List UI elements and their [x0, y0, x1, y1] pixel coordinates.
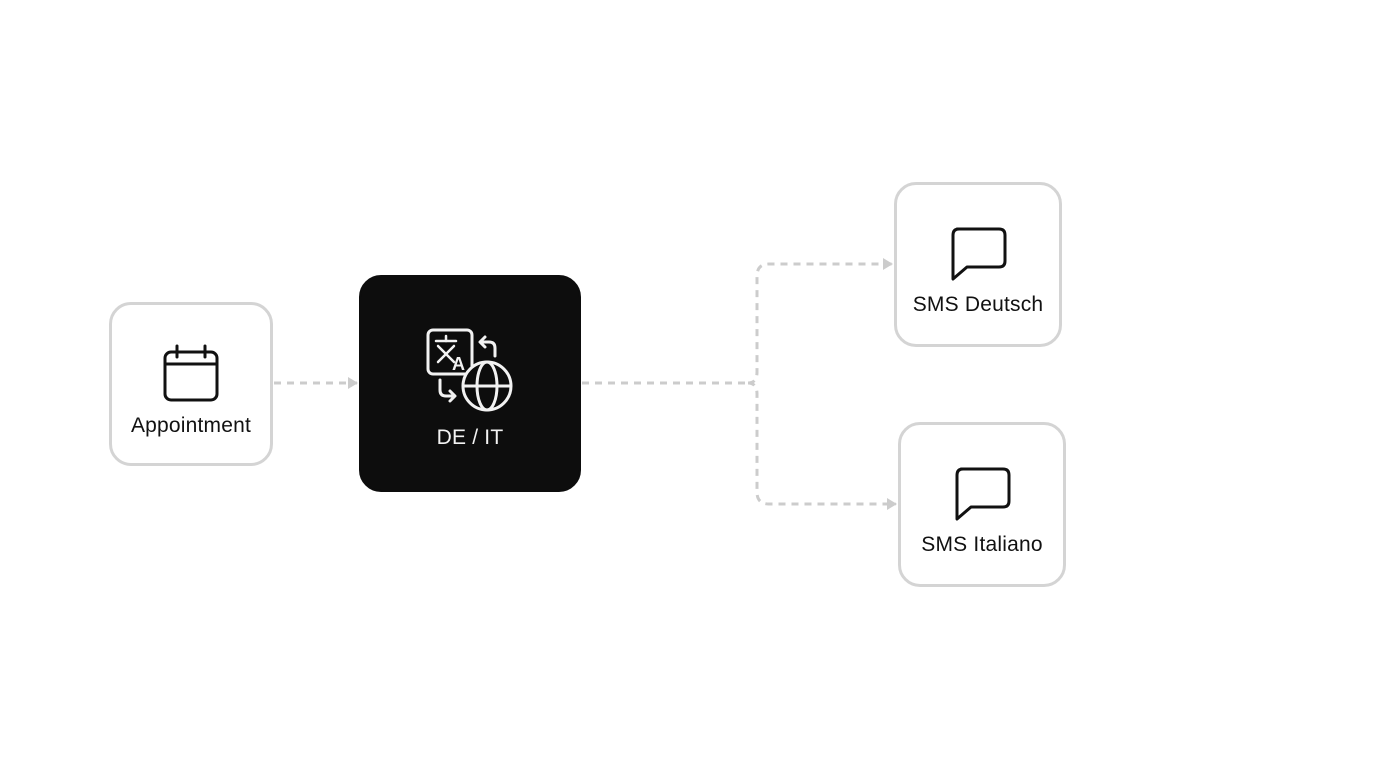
translate-globe-icon: A [426, 328, 513, 411]
message-bubble-icon [955, 467, 1011, 520]
message-bubble-icon [951, 227, 1007, 280]
connector-translate-to-sms-italiano [747, 381, 897, 510]
sms-deutsch-node[interactable]: SMS Deutsch [894, 182, 1062, 347]
connector-translate-to-sms-deutsch [747, 258, 893, 385]
sms-italiano-label: SMS Italiano [921, 532, 1043, 556]
calendar-icon [163, 344, 219, 402]
translate-label: DE / IT [436, 425, 504, 449]
svg-text:A: A [452, 354, 465, 374]
sms-italiano-node[interactable]: SMS Italiano [898, 422, 1066, 587]
appointment-label: Appointment [130, 414, 252, 437]
appointment-node[interactable]: Appointment [109, 302, 273, 466]
translate-node[interactable]: A DE / IT [359, 275, 581, 492]
sms-deutsch-label: SMS Deutsch [912, 292, 1044, 316]
